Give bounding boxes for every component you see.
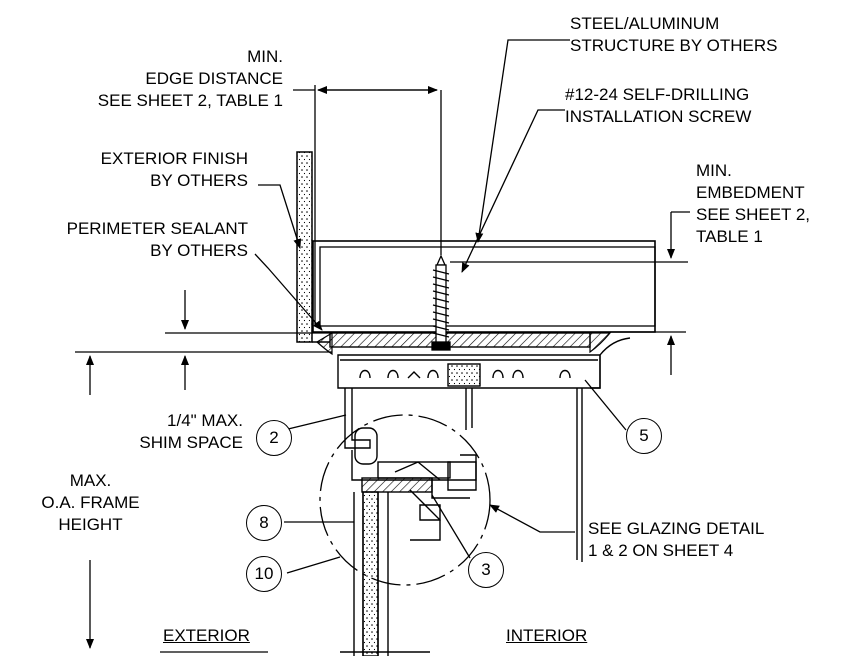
edge-distance-label-line-2: EDGE DISTANCE — [145, 69, 283, 88]
embedment-label-line-1: MIN. — [696, 161, 732, 180]
head-frame — [337, 337, 631, 562]
installation-screw — [431, 254, 451, 351]
perimeter-sealant-label-line-2: BY OTHERS — [150, 241, 248, 260]
callout-5: 5 — [626, 418, 662, 454]
edge-distance-label-line-1: MIN. — [247, 47, 283, 66]
glass-unit — [340, 491, 430, 656]
shim-band — [315, 331, 612, 356]
shim-space-dimension — [75, 290, 332, 390]
screw-label-line-1: #12-24 SELF-DRILLING — [565, 85, 750, 104]
perimeter-sealant-label-line-1: PERIMETER SEALANT — [66, 219, 248, 238]
glazing-pocket — [351, 427, 477, 541]
callout-3: 3 — [468, 552, 504, 588]
embedment-label-line-3: SEE SHEET 2, — [696, 205, 811, 224]
frame-height-label-line-1: MAX. — [69, 471, 112, 490]
shim-space-label: 1/4" MAX. SHIM SPACE — [139, 410, 243, 454]
steel-structure — [312, 240, 656, 333]
embedment-label-line-2: EMBEDMENT — [696, 183, 805, 202]
exterior-finish-label-line-2: BY OTHERS — [150, 171, 248, 190]
shim-space-label-line-1: 1/4" MAX. — [167, 411, 243, 430]
glazing-detail-circle — [319, 414, 491, 586]
exterior-finish-label-line-1: EXTERIOR FINISH — [100, 149, 248, 168]
exterior-label: EXTERIOR — [163, 626, 250, 645]
structure-label-line-1: STEEL/ALUMINUM — [570, 14, 720, 33]
embedment-label-line-4: TABLE 1 — [696, 227, 763, 246]
frame-height-label-line-3: HEIGHT — [58, 515, 123, 534]
screw-label: #12-24 SELF-DRILLING INSTALLATION SCREW — [565, 84, 751, 128]
glazing-detail-label: SEE GLAZING DETAIL 1 & 2 ON SHEET 4 — [588, 518, 764, 562]
frame-height-label-line-2: O.A. FRAME — [41, 493, 140, 512]
callout-8: 8 — [246, 505, 282, 541]
edge-distance-label-line-3: SEE SHEET 2, TABLE 1 — [97, 91, 283, 110]
callout-2: 2 — [256, 420, 292, 456]
edge-distance-label: MIN. EDGE DISTANCE SEE SHEET 2, TABLE 1 — [98, 46, 283, 112]
glazing-detail-label-line-1: SEE GLAZING DETAIL — [588, 519, 765, 538]
embedment-dimension — [450, 211, 690, 375]
structure-label: STEEL/ALUMINUM STRUCTURE BY OTHERS — [570, 13, 778, 57]
frame-height-label: MAX. O.A. FRAME HEIGHT — [28, 470, 153, 536]
structure-label-line-2: STRUCTURE BY OTHERS — [570, 36, 778, 55]
interior-label: INTERIOR — [506, 626, 588, 645]
callout-10: 10 — [246, 556, 282, 592]
screw-label-line-2: INSTALLATION SCREW — [565, 107, 752, 126]
exterior-finish-label: EXTERIOR FINISH BY OTHERS — [101, 148, 248, 192]
embedment-label: MIN. EMBEDMENT SEE SHEET 2, TABLE 1 — [696, 160, 810, 248]
edge-distance-dimension — [293, 85, 442, 325]
leaders — [160, 39, 627, 653]
perimeter-sealant-label: PERIMETER SEALANT BY OTHERS — [67, 218, 248, 262]
glazing-detail-label-line-2: 1 & 2 ON SHEET 4 — [588, 541, 734, 560]
shim-space-label-line-2: SHIM SPACE — [139, 433, 243, 452]
